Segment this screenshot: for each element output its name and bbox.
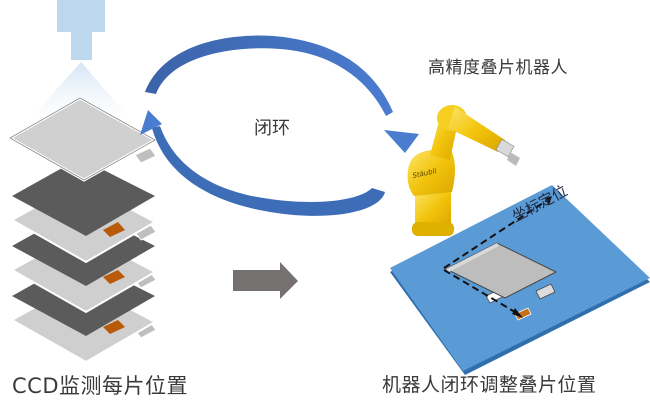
ccd-camera-icon [20,0,140,130]
coord-axis-y [443,269,516,313]
sheet-dark [12,158,155,237]
loop-arrow-head-left [140,110,162,135]
loop-arrow-head-right [384,130,419,153]
process-arrow-right-icon [233,262,298,299]
robot-title: 高精度叠片机器人 [428,58,568,78]
sheet-stack [6,96,159,364]
robot-caption: 机器人闭环调整叠片位置 [382,374,597,396]
robot-arm-icon: Stäubli [407,105,520,236]
coord-axis-x [443,200,547,269]
closed-loop-arrows [140,35,419,216]
loop-label: 闭环 [254,118,290,139]
positioning-table [390,185,650,375]
sheet-light-top [6,96,159,182]
ccd-caption: CCD监测每片位置 [12,374,188,398]
loop-arrow-bottom [152,126,385,216]
loop-arrow-top [145,35,393,116]
